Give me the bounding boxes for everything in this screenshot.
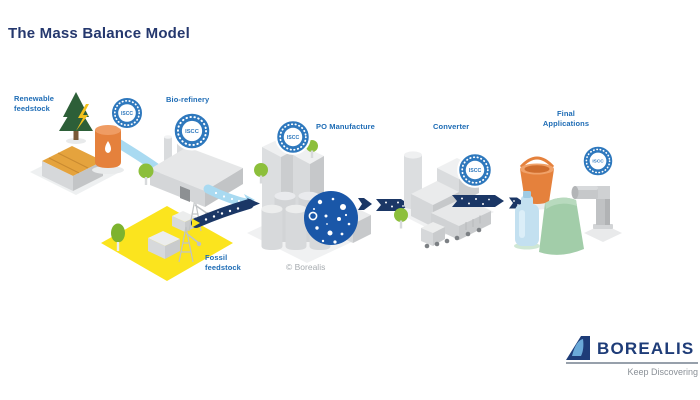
iscc-badge (457, 152, 493, 188)
round-tree-icon (394, 208, 408, 229)
page-title: The Mass Balance Model (8, 25, 190, 42)
logo-divider (566, 362, 698, 364)
flow-renewable-to-biorefinery (113, 138, 163, 174)
borealis-logo-mark-icon (566, 336, 590, 360)
stage-label-po-manufacture: PO Manufacture (316, 122, 375, 131)
po-plant-icon (247, 140, 371, 263)
stage-label-fossil-feedstock: Fossil feedstock (205, 253, 241, 273)
iscc-badge (581, 144, 615, 178)
stage-label-renewable-feedstock: Renewable feedstock (14, 94, 55, 114)
deciduous-tree-icon (111, 223, 125, 251)
oil-barrel-icon (92, 125, 124, 174)
final-applications-scene (514, 156, 622, 255)
iscc-badge (275, 119, 311, 155)
flow-converter-to-final (452, 195, 525, 209)
stage-label-final-applications: Final Applications (542, 109, 590, 129)
iscc-badge (172, 111, 212, 151)
oil-pump-icon (148, 226, 202, 263)
oil-derrick-icon (172, 198, 209, 232)
copyright-notice: © Borealis (286, 262, 326, 272)
flow-fossil-to-po (191, 198, 260, 228)
film-sheet-icon (539, 197, 584, 255)
round-tree-icon (254, 163, 268, 184)
lightning-icon (76, 104, 89, 131)
drop-icon (105, 141, 111, 153)
bottle-icon (514, 191, 540, 250)
pipe-icon (571, 186, 622, 242)
stage-label-biorefinery: Bio-refinery (166, 95, 210, 104)
iscc-badge (110, 96, 144, 130)
logo-tagline: Keep Discovering (627, 367, 698, 377)
molecule-circle-icon (304, 191, 358, 245)
borealis-wordmark: BOREALIS (597, 339, 695, 358)
pine-tree-icon (59, 92, 93, 144)
stage-label-converter: Converter (433, 122, 470, 131)
flow-po-to-converter (358, 198, 410, 211)
round-tree-icon (138, 163, 154, 185)
